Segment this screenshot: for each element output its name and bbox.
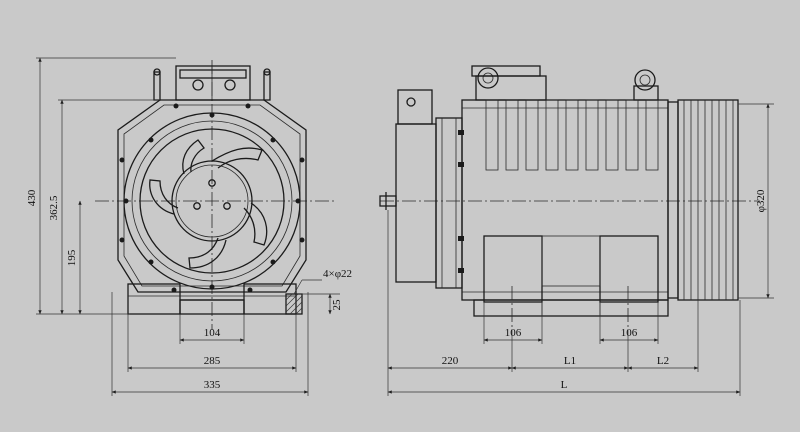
dim-width-base: 335	[204, 379, 221, 391]
dim-sheave-diameter: φ320	[755, 189, 767, 212]
dim-width-bolt: 285	[204, 355, 221, 367]
dim-height-center: 195	[66, 249, 78, 266]
dim-height-overall: 430	[26, 189, 38, 206]
side-view	[379, 65, 774, 396]
dim-width-slot: 104	[204, 327, 221, 339]
front-view	[36, 57, 340, 396]
dim-overall-l: L	[561, 379, 568, 391]
dim-span-l1: L1	[564, 355, 576, 367]
dim-pad-right: 106	[621, 327, 638, 339]
dim-holes: 4×φ22	[323, 268, 352, 280]
dim-foot-height: 25	[331, 299, 343, 311]
dim-span-l2: L2	[657, 355, 669, 367]
dim-height-flange: 362.5	[48, 195, 60, 220]
dim-pad-left: 106	[505, 327, 522, 339]
dim-offset-220: 220	[442, 355, 459, 367]
